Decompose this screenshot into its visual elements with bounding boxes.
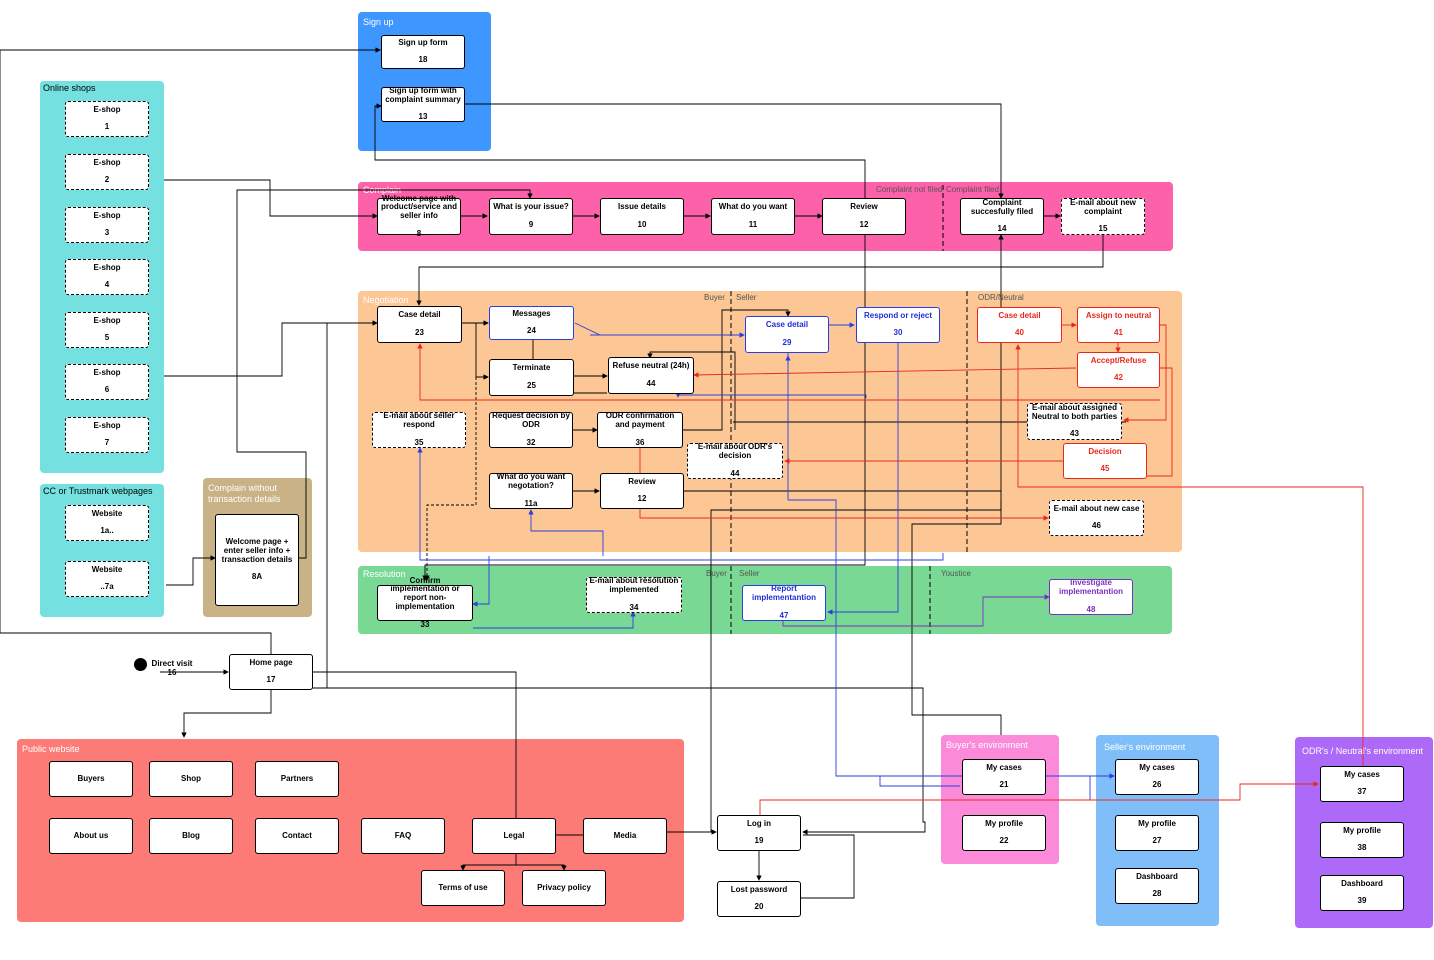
sellers-env-title: Seller's environment: [1104, 742, 1186, 752]
public-contact[interactable]: Contact: [255, 818, 339, 854]
public-partners[interactable]: Partners: [255, 761, 339, 797]
buyers-env-title: Buyer's environment: [946, 740, 1028, 750]
public-blog[interactable]: Blog: [149, 818, 233, 854]
what-want-negotiation-11a[interactable]: What do you want negotation?11a: [489, 473, 573, 509]
complaint-not-filed-label: Complaint not filed: [876, 185, 943, 194]
odr-env-title: ODR's / Neutral's environment: [1302, 746, 1423, 756]
public-media[interactable]: Media: [583, 818, 667, 854]
complain-without-title: Complain without transaction details: [208, 483, 281, 504]
online-shops-title: Online shops: [43, 83, 96, 93]
public-privacy-policy[interactable]: Privacy policy: [522, 870, 606, 906]
website-7a[interactable]: Website..7a: [65, 561, 149, 597]
public-buyers[interactable]: Buyers: [49, 761, 133, 797]
confirm-implementation-33[interactable]: Confirm implementation or report non-imp…: [377, 576, 473, 628]
welcome-page-8[interactable]: Welcome page with product/service and se…: [377, 194, 461, 238]
start-node-icon: [134, 658, 147, 671]
resolution-title: Resolution: [363, 569, 406, 579]
public-faq[interactable]: FAQ: [361, 818, 445, 854]
lane-seller-res: Seller: [739, 569, 760, 578]
lane-buyer-res: Buyer: [706, 569, 727, 578]
sign-up-title: Sign up: [363, 17, 394, 27]
complaint-filed-label: Complaint filed: [946, 185, 999, 194]
issue-9[interactable]: What is your issue?9: [489, 198, 573, 235]
refuse-neutral-44[interactable]: Refuse neutral (24h)44: [608, 357, 694, 394]
public-about-us[interactable]: About us: [49, 818, 133, 854]
negotiation-title: Negotiation: [363, 295, 409, 305]
public-legal[interactable]: Legal: [472, 818, 556, 854]
lane-youstice-res: Youstice: [941, 569, 971, 578]
public-website-title: Public website: [22, 744, 80, 754]
email-assigned-neutral-43[interactable]: E-mail about assigned Neutral to both pa…: [1027, 403, 1122, 440]
public-shop[interactable]: Shop: [149, 761, 233, 797]
lane-buyer-neg: Buyer: [704, 293, 725, 302]
cc-trustmark-title: CC or Trustmark webpages: [43, 486, 153, 496]
lane-seller-neg: Seller: [736, 293, 757, 302]
public-terms-of-use[interactable]: Terms of use: [421, 870, 505, 906]
welcome-page-8a[interactable]: Welcome page + enter seller info + trans…: [215, 514, 299, 606]
